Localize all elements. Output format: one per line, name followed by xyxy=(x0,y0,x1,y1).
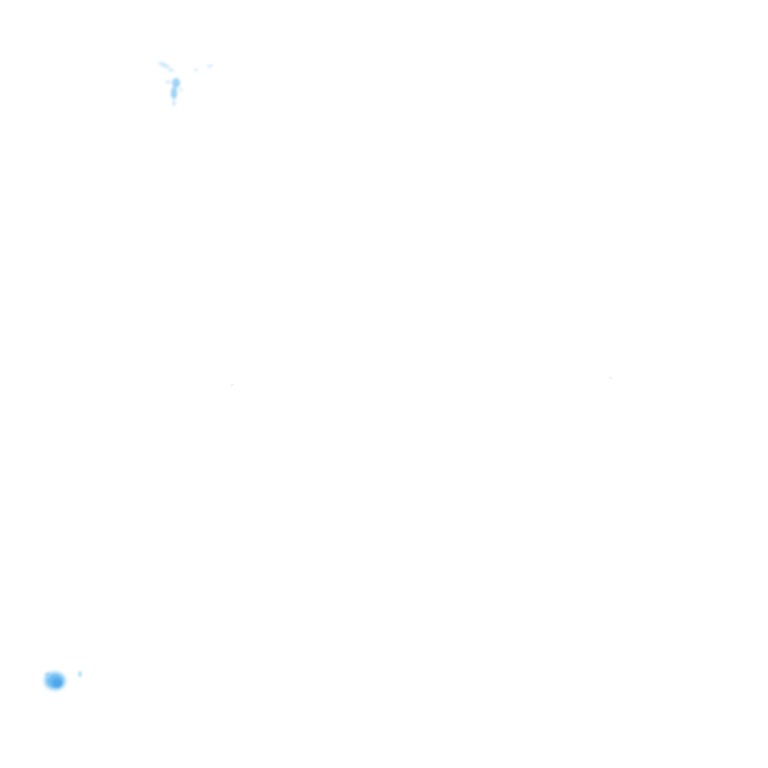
paint-speckle-icon xyxy=(158,61,213,106)
hairline-mark-right xyxy=(608,376,613,380)
paint-blot-icon xyxy=(45,671,82,690)
hairline-mark-left xyxy=(230,383,234,387)
